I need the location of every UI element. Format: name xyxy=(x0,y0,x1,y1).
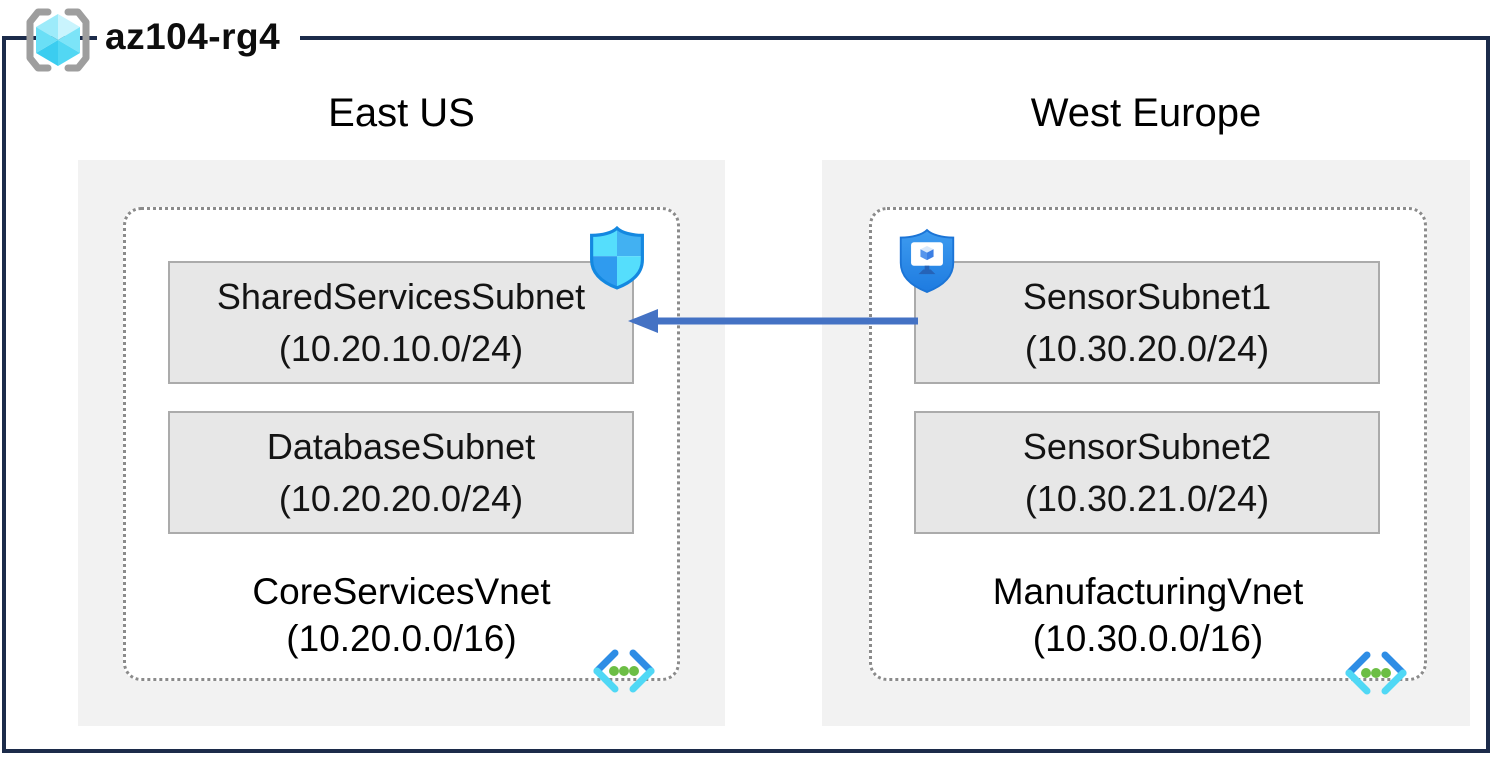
resource-group-title: az104-rg4 xyxy=(97,12,301,62)
peering-arrow xyxy=(628,309,918,333)
vnet-name: CoreServicesVnet xyxy=(252,571,551,612)
subnet-name: DatabaseSubnet xyxy=(266,425,536,467)
virtual-network-icon xyxy=(1345,651,1407,695)
virtual-network-icon xyxy=(593,649,655,693)
vnet-label-manufacturing: ManufacturingVnet (10.30.0.0/16) xyxy=(872,568,1424,662)
vnet-cidr: (10.30.0.0/16) xyxy=(1032,618,1264,659)
network-security-group-shield-icon xyxy=(590,225,644,290)
subnet-name: SharedServicesSubnet xyxy=(216,275,586,317)
subnet-name: SensorSubnet2 xyxy=(1022,425,1272,467)
subnet-sensor2: SensorSubnet2 (10.30.21.0/24) xyxy=(914,411,1380,534)
subnet-sensor1: SensorSubnet1 (10.30.20.0/24) xyxy=(914,261,1380,384)
resource-group-icon xyxy=(26,8,90,72)
application-security-group-shield-icon xyxy=(899,228,955,293)
vnet-cidr: (10.20.0.0/16) xyxy=(286,618,517,659)
subnet-cidr: (10.30.21.0/24) xyxy=(1024,477,1270,519)
subnet-database: DatabaseSubnet (10.20.20.0/24) xyxy=(168,411,634,534)
resource-group-frame xyxy=(2,36,1490,753)
vnet-label-coreservices: CoreServicesVnet (10.20.0.0/16) xyxy=(126,568,677,662)
cube-glyph xyxy=(36,14,80,66)
vnet-coreservices: SharedServicesSubnet (10.20.10.0/24) Dat… xyxy=(123,207,680,681)
vnet-manufacturing: SensorSubnet1 (10.30.20.0/24) SensorSubn… xyxy=(869,207,1427,681)
subnet-name: SensorSubnet1 xyxy=(1022,275,1272,317)
subnet-cidr: (10.30.20.0/24) xyxy=(1024,327,1270,369)
region-heading-west-europe: West Europe xyxy=(1030,91,1262,135)
subnet-cidr: (10.20.20.0/24) xyxy=(278,477,524,519)
subnet-cidr: (10.20.10.0/24) xyxy=(278,327,524,369)
region-heading-east-us: East US xyxy=(328,91,475,135)
vnet-name: ManufacturingVnet xyxy=(992,571,1304,612)
subnet-sharedservices: SharedServicesSubnet (10.20.10.0/24) xyxy=(168,261,634,384)
